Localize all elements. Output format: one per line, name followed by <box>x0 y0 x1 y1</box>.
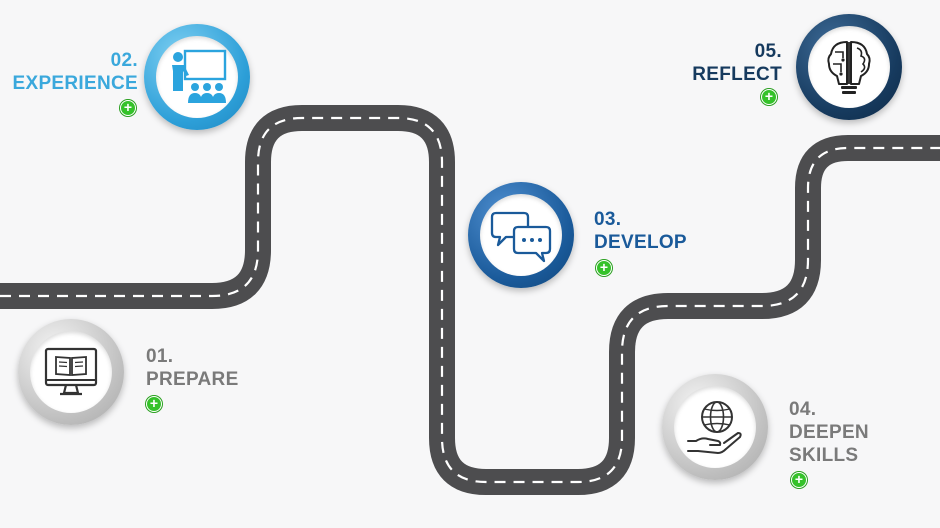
globe-hand-icon <box>687 401 742 454</box>
step-02-badge <box>144 24 250 130</box>
step-02-label: 02. EXPERIENCE <box>8 49 138 95</box>
step-05-badge <box>796 14 902 120</box>
computer-book-icon <box>44 347 98 396</box>
step-03-badge <box>468 182 574 288</box>
step-04-badge <box>662 374 768 480</box>
step-04-title-line1: DEEPEN <box>789 422 869 443</box>
step-01-badge <box>18 319 124 425</box>
step-05-number: 05. <box>754 41 782 62</box>
brain-bulb-icon <box>827 41 871 94</box>
step-03-plus-button[interactable]: + <box>596 260 612 276</box>
step-02-title: EXPERIENCE <box>12 73 138 94</box>
step-01-label: 01. PREPARE <box>146 345 239 391</box>
chat-bubbles-icon <box>490 211 552 263</box>
step-04-title-line2: SKILLS <box>789 445 859 466</box>
step-01-title: PREPARE <box>146 369 239 390</box>
step-02-number: 02. <box>110 50 138 71</box>
step-01-plus-button[interactable]: + <box>146 396 162 412</box>
step-01-number: 01. <box>146 346 174 367</box>
step-05-plus-button[interactable]: + <box>761 89 777 105</box>
step-02-plus-button[interactable]: + <box>120 100 136 116</box>
presentation-audience-icon <box>172 49 227 103</box>
step-03-number: 03. <box>594 209 622 230</box>
step-03-label: 03. DEVELOP <box>594 208 687 254</box>
step-05-title: REFLECT <box>692 64 782 85</box>
step-03-title: DEVELOP <box>594 232 687 253</box>
step-04-number: 04. <box>789 399 817 420</box>
step-04-label: 04. DEEPEN SKILLS <box>789 398 869 467</box>
step-04-plus-button[interactable]: + <box>791 472 807 488</box>
step-05-label: 05. REFLECT <box>682 40 782 86</box>
